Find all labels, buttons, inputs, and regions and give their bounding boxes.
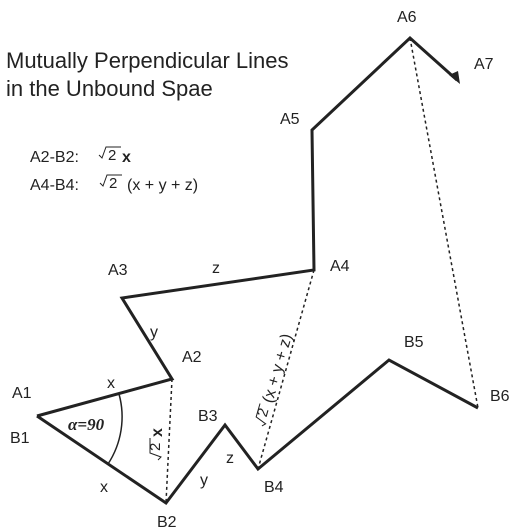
point-label-b2: B2 xyxy=(157,514,177,531)
b-path xyxy=(36,358,479,506)
diagonal-a4-b4 xyxy=(257,269,315,470)
point-label-a5: A5 xyxy=(280,111,300,128)
segment-label-b2-b3: y xyxy=(200,472,208,489)
point-label-b4: B4 xyxy=(264,479,284,496)
formula-a2b2-radicand: 2 xyxy=(108,147,116,164)
arrow-head-a7 xyxy=(449,71,460,84)
segment-label-b3-b4: z xyxy=(226,450,234,467)
diagonal-label-a4-b4: 2 (x + y + z) xyxy=(254,332,296,427)
formula-a4b4-radicand: 2 xyxy=(109,175,117,192)
formula-a2b2-expr: x xyxy=(122,149,131,166)
formula-a4b4-expr: (x + y + z) xyxy=(127,177,198,194)
point-label-b6: B6 xyxy=(490,388,510,405)
diagonal-a4b4-expr: (x + y + z) xyxy=(260,332,296,405)
formula-a4b4-label: A4-B4: xyxy=(30,177,79,194)
radical-sign xyxy=(98,146,121,159)
diagonal-label-a2-b2: 2 x xyxy=(147,428,166,461)
point-label-a6: A6 xyxy=(397,9,417,26)
point-label-a4: A4 xyxy=(330,258,350,275)
segment-label-a3-a4: z xyxy=(212,260,220,277)
point-label-b3: B3 xyxy=(198,408,218,425)
segment-label-b1-b2: x xyxy=(100,479,108,496)
diagonal-a2-b2 xyxy=(165,378,173,504)
right-angle-arc xyxy=(107,393,123,465)
angle-label: α=90 xyxy=(68,415,105,434)
segment-label-a1-a2: x xyxy=(107,375,115,392)
point-label-a3: A3 xyxy=(108,262,128,279)
segment-label-a2-a3: y xyxy=(150,324,158,341)
point-label-a7: A7 xyxy=(474,56,494,73)
radical-sign xyxy=(149,438,162,461)
formula-a2b2: A2-B2: 2 x xyxy=(30,146,131,166)
title-line-1: Mutually Perpendicular Lines xyxy=(6,48,289,73)
radical-sign xyxy=(99,174,122,187)
formula-a2b2-label: A2-B2: xyxy=(30,149,79,166)
point-label-b1: B1 xyxy=(10,430,30,447)
formula-a4b4: A4-B4: 2 (x + y + z) xyxy=(30,174,198,194)
point-label-a2: A2 xyxy=(182,349,202,366)
point-label-b5: B5 xyxy=(404,334,424,351)
title-line-2: in the Unbound Spae xyxy=(6,76,213,101)
point-label-a1: A1 xyxy=(12,385,32,402)
radical-sign xyxy=(255,403,267,427)
diagonal-a2b2-radicand: 2 xyxy=(147,443,164,451)
diagonal-a2b2-expr: x xyxy=(149,428,166,437)
diagonal-a6-b6 xyxy=(409,37,479,409)
